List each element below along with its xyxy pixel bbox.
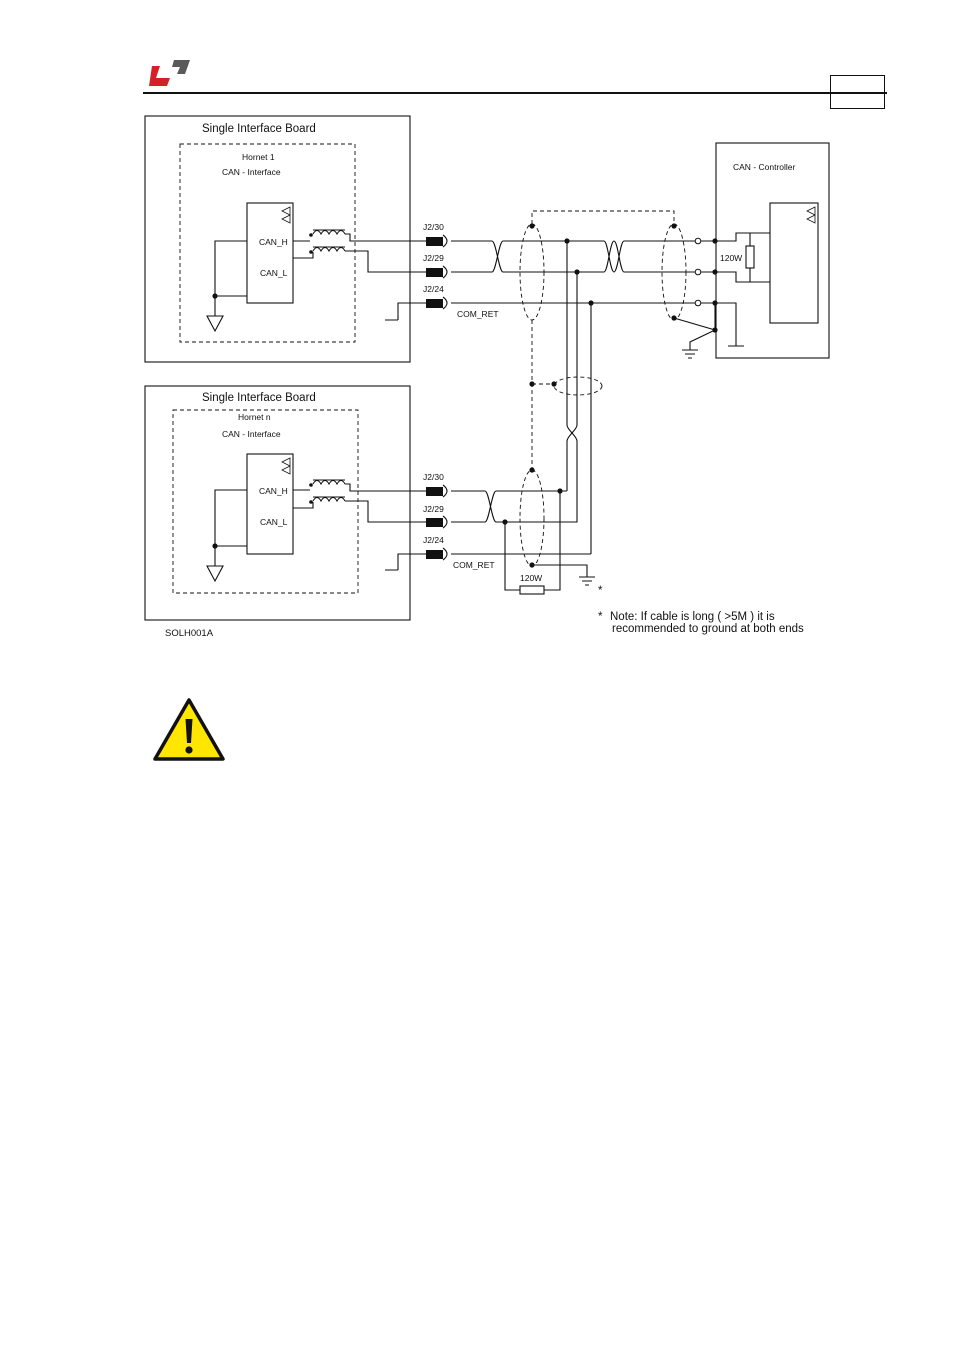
board2-conn-arcs xyxy=(443,485,447,560)
controller-chip-triangle-icon xyxy=(807,207,815,223)
controller-terminator-label: 120W xyxy=(720,253,742,263)
board2-choke-dot-l xyxy=(309,500,313,504)
board2-terminator-resistor xyxy=(520,586,544,594)
board2-frame xyxy=(145,386,410,620)
controller-term-com xyxy=(695,300,701,306)
board1-choke-dot-l xyxy=(309,250,313,254)
can-wiring-diagram: Single Interface Board Hornet 1 CAN - In… xyxy=(0,0,955,660)
cable1-can-h xyxy=(451,241,698,272)
board1-conn-24 xyxy=(426,299,443,308)
board2-chip-triangle-icon xyxy=(282,458,290,474)
board1-ground-wire xyxy=(215,241,247,316)
cable2-can-h xyxy=(451,491,577,522)
controller-frame xyxy=(716,143,829,358)
board1-conn-arcs xyxy=(443,235,447,309)
board2-interface-label: CAN - Interface xyxy=(222,429,281,439)
board2-choke-dot-h xyxy=(309,483,313,487)
controller-term-l xyxy=(695,269,701,275)
backbone-can-h xyxy=(567,241,577,491)
controller-node-h xyxy=(712,238,717,243)
controller-term-h xyxy=(695,238,701,244)
board2-unit-name: Hornet n xyxy=(238,412,271,422)
board2-terminator-label: 120W xyxy=(520,573,542,583)
board2-conn-29 xyxy=(426,518,443,527)
cable1-shield-drain xyxy=(532,211,674,224)
board2-conn-24 xyxy=(426,550,443,559)
backbone-shield-node-b xyxy=(551,381,556,386)
board2-terminator-node xyxy=(502,519,507,524)
board1-can-l-wire xyxy=(345,251,426,272)
cable1-shield-node-l xyxy=(529,223,534,228)
board2-ground-icon xyxy=(207,566,223,581)
cable2-ground-asterisk: * xyxy=(598,585,603,597)
board1-title: Single Interface Board xyxy=(202,123,316,135)
board2-conn-24-label: J2/24 xyxy=(423,535,444,545)
board2-can-h-wire xyxy=(345,484,426,491)
board1-com-ret-ground xyxy=(385,303,426,320)
backbone-node-h xyxy=(564,238,569,243)
board2-transceiver-chip xyxy=(247,454,293,554)
board2-com-ret-label: COM_RET xyxy=(453,560,495,570)
backbone-node-l xyxy=(574,269,579,274)
backbone-can-l xyxy=(567,272,577,491)
cable2-can-l xyxy=(451,491,567,522)
note-line2: recommended to ground at both ends xyxy=(612,623,804,635)
board2-title: Single Interface Board xyxy=(202,392,316,404)
board1-com-ret-label: COM_RET xyxy=(457,309,499,319)
board1-transceiver-chip xyxy=(247,203,293,303)
board1-interface-label: CAN - Interface xyxy=(222,167,281,177)
backbone-shield xyxy=(554,377,602,395)
note-line1: Note: If cable is long ( >5M ) it is xyxy=(610,611,775,623)
board2-conn-30-label: J2/30 xyxy=(423,472,444,482)
cable1-can-l xyxy=(451,241,698,272)
cable2-shield xyxy=(520,470,544,566)
board2-ground-node xyxy=(212,543,217,548)
board1-conn-30-label: J2/30 xyxy=(423,222,444,232)
board2-choke-coil-icon xyxy=(293,480,345,501)
board1-can-h-wire xyxy=(345,234,426,241)
board1-conn-30 xyxy=(426,237,443,246)
board2-conn-29-label: J2/29 xyxy=(423,504,444,514)
controller-node-com xyxy=(712,300,717,305)
board2-ground-wire xyxy=(215,490,247,566)
board2-can-l-wire xyxy=(345,501,426,522)
cable1-shield-ground xyxy=(674,318,715,358)
controller-resistor xyxy=(746,246,754,268)
backbone-shield-node-a xyxy=(529,381,534,386)
warning-exclamation-dot xyxy=(185,746,192,753)
warning-triangle-icon xyxy=(152,697,226,763)
board1-pin-l: CAN_L xyxy=(260,268,288,278)
controller-node-gnd xyxy=(712,327,717,332)
board1-ground-node xyxy=(212,293,217,298)
board2-com-ret-ground xyxy=(385,554,426,570)
board1-pin-h: CAN_H xyxy=(259,237,288,247)
board1-unit-name: Hornet 1 xyxy=(242,152,275,162)
board2-pin-h: CAN_H xyxy=(259,486,288,496)
board1-conn-29-label: J2/29 xyxy=(423,253,444,263)
figure-id: SOLH001A xyxy=(165,628,214,639)
controller-node-l xyxy=(712,269,717,274)
board1-choke-dot-h xyxy=(309,233,313,237)
board1-chip-triangle-icon xyxy=(282,207,290,223)
note-asterisk: * xyxy=(598,611,603,623)
backbone-node-com xyxy=(588,300,593,305)
cable1-shield-node-r xyxy=(671,223,676,228)
board2-conn-30 xyxy=(426,487,443,496)
board1-ground-icon xyxy=(207,316,223,331)
cable2-shield-node-top xyxy=(529,467,534,472)
board1-conn-24-label: J2/24 xyxy=(423,284,444,294)
board1-conn-29 xyxy=(426,268,443,277)
board1-choke-coil-icon xyxy=(293,230,345,251)
board2-pin-l: CAN_L xyxy=(260,517,288,527)
controller-title: CAN - Controller xyxy=(733,162,796,172)
